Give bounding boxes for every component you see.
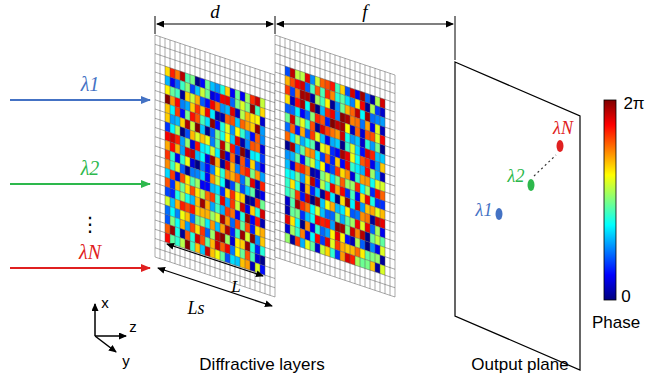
layer-plane (275, 35, 395, 297)
grid-line (380, 70, 381, 292)
colorbar-title: Phase (592, 314, 640, 331)
grid-line (225, 58, 226, 280)
spot-label: λ2 (508, 167, 525, 185)
grid-line (275, 257, 395, 297)
grid-line (230, 60, 231, 282)
grid-line (240, 63, 241, 285)
dimension-label: Ls (187, 299, 204, 317)
grid-line (340, 57, 341, 279)
colorbar-tick: 0 (621, 288, 630, 305)
colorbar-tick: 2π (623, 95, 644, 112)
grid-line (260, 70, 261, 292)
grid-line (220, 57, 221, 279)
grid-line (235, 62, 236, 284)
wavelength-label: λ1 (81, 74, 100, 94)
axis-label: y (122, 353, 130, 368)
grid-line (355, 62, 356, 284)
grid-line (375, 68, 376, 290)
dimension-label: f (362, 2, 367, 21)
grid-line (360, 63, 361, 285)
axis-label: x (101, 295, 109, 310)
grid-line (350, 60, 351, 282)
axis-label: z (129, 319, 137, 334)
grid-line (255, 68, 256, 290)
wavelength-label: λ2 (81, 158, 100, 178)
grid-line (275, 239, 395, 279)
dimension-label: d (210, 2, 220, 21)
layer-plane (155, 35, 275, 297)
dimension-label: L (231, 278, 240, 295)
grid-line (370, 67, 371, 289)
grid-line (265, 72, 266, 294)
grid-line (270, 73, 271, 295)
caption: Diffractive layers (199, 356, 324, 373)
grid-line (275, 248, 395, 288)
grid-line (385, 72, 386, 294)
spot-label: λN (553, 119, 573, 137)
grid-line (155, 257, 275, 297)
spot-label: λ1 (476, 201, 493, 219)
caption: Output plane (471, 356, 568, 373)
grid-line (395, 75, 396, 297)
grid-line (245, 65, 246, 287)
grid-line (345, 58, 346, 280)
grid-line (155, 248, 275, 288)
grid-line (390, 73, 391, 295)
grid-line (365, 65, 366, 287)
ellipsis: ⋮ (80, 214, 100, 234)
grid-line (250, 67, 251, 289)
wavelength-label: λN (79, 242, 101, 262)
